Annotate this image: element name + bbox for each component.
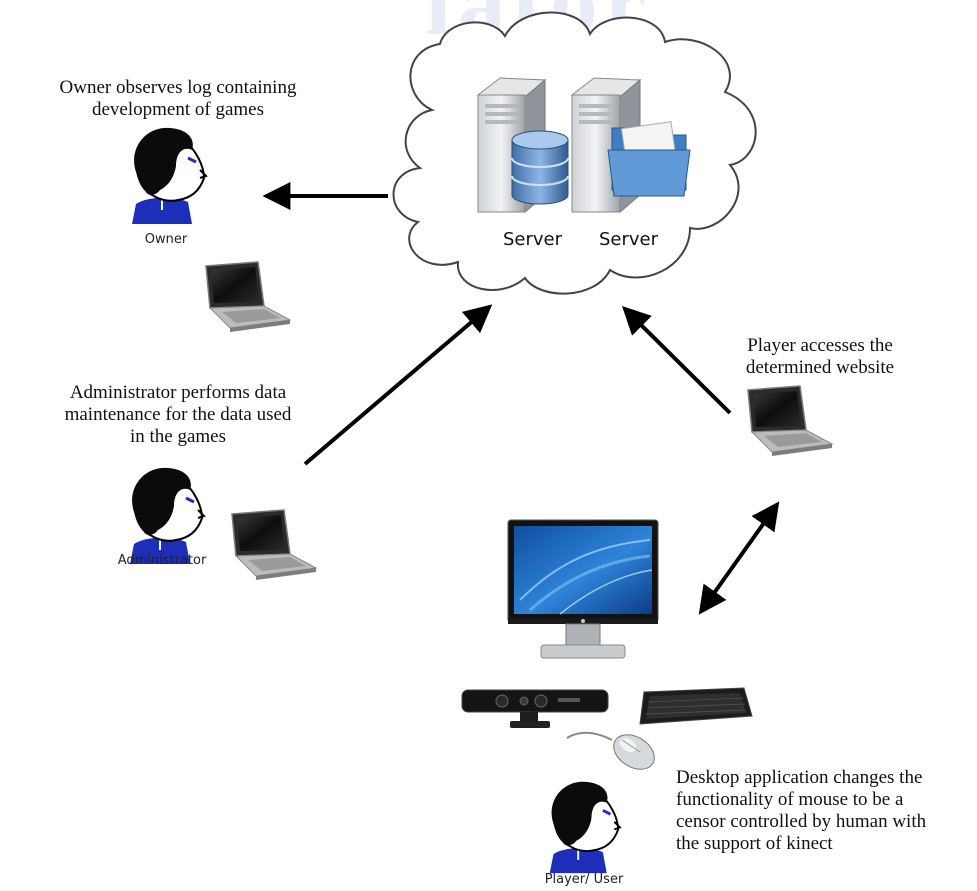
desktop-monitor-icon [507, 519, 659, 659]
administrator-laptop-icon [231, 509, 318, 580]
player-laptop-icon [747, 385, 834, 456]
owner-caption: Owner observes log containing developmen… [59, 77, 297, 120]
player-person-icon [549, 781, 622, 874]
administrator-caption: Administrator performs data maintenance … [64, 382, 292, 447]
player-caption: Player accesses the determined website [745, 335, 895, 378]
owner-person-icon [132, 127, 208, 224]
arrow-desktop-player-laptop [698, 501, 780, 615]
keyboard-icon [639, 687, 753, 725]
player-user-label: Player/ User [544, 872, 624, 887]
server-label-1: Server [503, 229, 563, 250]
server-label-2: Server [599, 229, 659, 250]
database-server-icon [476, 77, 569, 214]
owner-label: Owner [144, 232, 188, 247]
administrator-person-icon [130, 467, 206, 564]
kinect-sensor-icon [461, 689, 609, 728]
folder-server-icon [570, 77, 691, 214]
arrow-admin-to-cloud [303, 304, 493, 466]
owner-laptop-icon [205, 261, 292, 332]
arrow-player-laptop-to-cloud [622, 306, 732, 415]
desktop-caption: Desktop application changes the function… [676, 767, 927, 854]
mouse-icon [566, 732, 655, 770]
administrator-label: Administrator [117, 553, 207, 568]
